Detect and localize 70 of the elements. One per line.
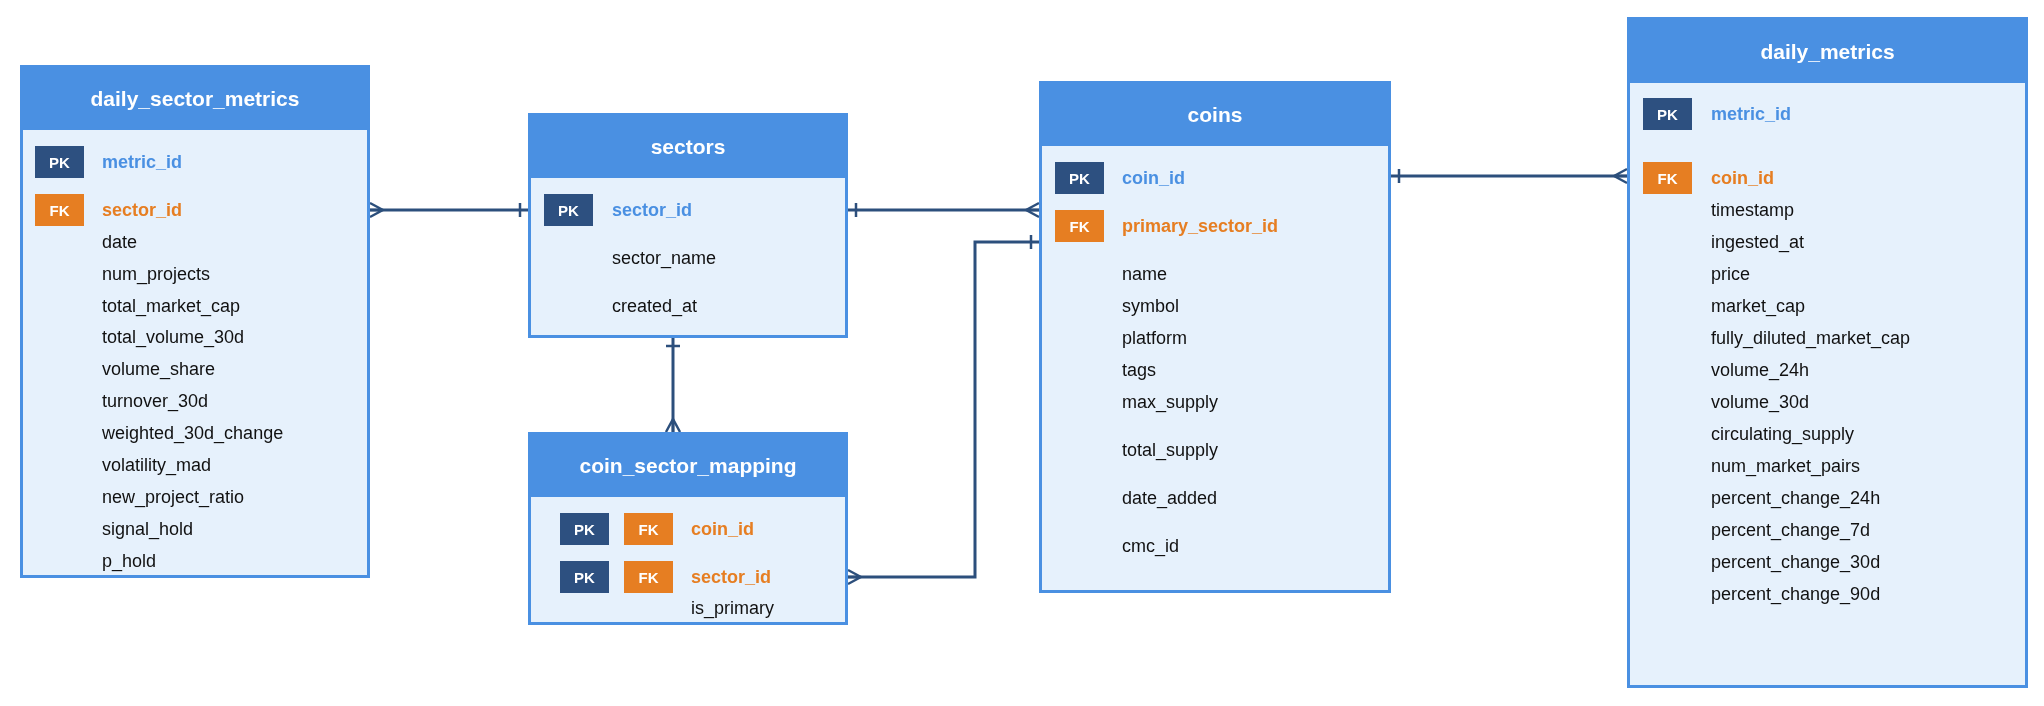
foreign-key-badge: FK bbox=[35, 194, 84, 226]
relationship-line bbox=[664, 338, 682, 434]
field-name: circulating_supply bbox=[1711, 423, 1855, 445]
field-name: turnover_30d bbox=[102, 390, 209, 412]
foreign-key-badge: FK bbox=[1643, 162, 1692, 194]
field-name: total_supply bbox=[1122, 439, 1219, 461]
field-name: num_market_pairs bbox=[1711, 455, 1861, 477]
field-name: total_market_cap bbox=[102, 295, 241, 317]
field-name: ingested_at bbox=[1711, 231, 1805, 253]
field-name: volume_share bbox=[102, 358, 216, 380]
table-title: coin_sector_mapping bbox=[531, 435, 845, 497]
relationship-line bbox=[848, 201, 1041, 219]
field-name: signal_hold bbox=[102, 518, 194, 540]
primary-key-badge: PK bbox=[560, 513, 609, 545]
field-name: weighted_30d_change bbox=[102, 422, 284, 444]
field-name: percent_change_7d bbox=[1711, 519, 1871, 541]
table-title: daily_sector_metrics bbox=[23, 68, 367, 130]
table-title: daily_metrics bbox=[1630, 20, 2025, 83]
field-name: date_added bbox=[1122, 487, 1218, 509]
entity-table bbox=[1627, 17, 2028, 688]
field-name: date bbox=[102, 231, 138, 253]
foreign-key-badge: FK bbox=[624, 513, 673, 545]
foreign-key-field: coin_id bbox=[691, 518, 754, 540]
field-name: created_at bbox=[612, 295, 698, 317]
field-name: symbol bbox=[1122, 295, 1179, 317]
foreign-key-field: coin_id bbox=[1711, 167, 1774, 189]
primary-key-badge: PK bbox=[1643, 98, 1692, 130]
field-name: price bbox=[1711, 263, 1750, 285]
primary-key-badge: PK bbox=[544, 194, 593, 226]
relationship-line bbox=[1391, 167, 1629, 185]
primary-key-badge: PK bbox=[560, 561, 609, 593]
field-name: new_project_ratio bbox=[102, 486, 245, 508]
field-name: market_cap bbox=[1711, 295, 1806, 317]
primary-key-field: sector_id bbox=[612, 199, 693, 221]
field-name: percent_change_24h bbox=[1711, 487, 1881, 509]
entity-table bbox=[20, 65, 370, 578]
field-name: sector_name bbox=[612, 247, 717, 269]
field-name: total_volume_30d bbox=[102, 326, 245, 348]
foreign-key-badge: FK bbox=[1055, 210, 1104, 242]
field-name: name bbox=[1122, 263, 1168, 285]
foreign-key-field: primary_sector_id bbox=[1122, 215, 1279, 237]
table-title: sectors bbox=[531, 116, 845, 178]
field-name: fully_diluted_market_cap bbox=[1711, 327, 1911, 349]
field-name: percent_change_30d bbox=[1711, 551, 1881, 573]
field-name: percent_change_90d bbox=[1711, 583, 1881, 605]
primary-key-badge: PK bbox=[35, 146, 84, 178]
field-name: volume_30d bbox=[1711, 391, 1810, 413]
field-name: num_projects bbox=[102, 263, 211, 285]
entity-table bbox=[528, 113, 848, 338]
foreign-key-badge: FK bbox=[624, 561, 673, 593]
field-name: volatility_mad bbox=[102, 454, 212, 476]
foreign-key-field: sector_id bbox=[691, 566, 772, 588]
field-name: max_supply bbox=[1122, 391, 1219, 413]
entity-table bbox=[528, 432, 848, 625]
field-name: platform bbox=[1122, 327, 1188, 349]
entity-table bbox=[1039, 81, 1391, 593]
field-name: tags bbox=[1122, 359, 1157, 381]
primary-key-field: metric_id bbox=[1711, 103, 1792, 125]
field-name: p_hold bbox=[102, 550, 157, 572]
primary-key-field: metric_id bbox=[102, 151, 183, 173]
field-name: timestamp bbox=[1711, 199, 1795, 221]
relationship-line bbox=[846, 233, 1039, 586]
field-name: is_primary bbox=[691, 597, 774, 619]
field-name: volume_24h bbox=[1711, 359, 1810, 381]
foreign-key-field: sector_id bbox=[102, 199, 183, 221]
primary-key-field: coin_id bbox=[1122, 167, 1185, 189]
field-name: cmc_id bbox=[1122, 535, 1179, 557]
primary-key-badge: PK bbox=[1055, 162, 1104, 194]
relationship-line bbox=[368, 201, 528, 219]
table-title: coins bbox=[1042, 84, 1388, 146]
